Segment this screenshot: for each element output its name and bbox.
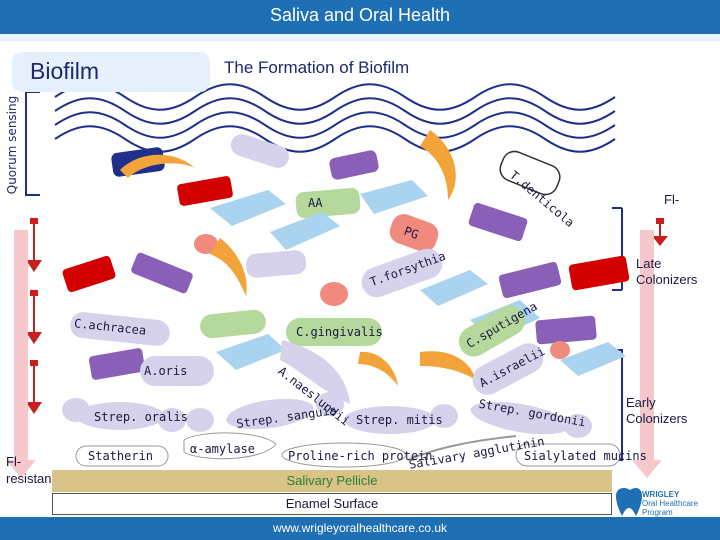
purple-rod-4 xyxy=(498,261,562,299)
label-amylase: α-amylase xyxy=(190,442,256,456)
light-blue-hex-2 xyxy=(360,180,428,214)
statherin-shape xyxy=(75,445,169,467)
label-sialylated-mucins: Sialylated mucins xyxy=(524,449,647,463)
top-band xyxy=(0,34,720,42)
lavender-rod-oris xyxy=(140,356,214,386)
salmon-dot-1 xyxy=(194,234,218,254)
strep-oralis-cell xyxy=(76,402,164,430)
orange-crescent-2 xyxy=(420,130,456,200)
salmon-dot-3 xyxy=(550,341,570,359)
wrigley-tooth-icon xyxy=(616,488,642,516)
formation-title: The Formation of Biofilm xyxy=(224,58,410,77)
label-a-oris: A.oris xyxy=(144,364,188,378)
light-blue-hex-3 xyxy=(270,212,340,250)
biofilm-title-box xyxy=(12,52,210,92)
enamel-surface-layer xyxy=(52,493,612,515)
light-blue-hex-4 xyxy=(420,270,488,306)
orange-crescent-1 xyxy=(120,154,195,178)
lavender-rod-1 xyxy=(230,134,290,168)
lavender-rod-forsythia xyxy=(361,248,443,298)
website-link[interactable]: www.wrigleyoralhealthcare.co.uk xyxy=(272,521,448,535)
agglutinin-shape xyxy=(407,435,517,461)
salivary-pellicle-layer xyxy=(52,470,612,492)
slide-title: Saliva and Oral Health xyxy=(269,5,451,25)
orange-crescent-3 xyxy=(210,238,247,296)
logo-line2: Oral Healthcare xyxy=(642,499,699,508)
amylase-shape xyxy=(183,432,277,460)
fluoride-arrows-right xyxy=(652,218,668,246)
fluoride-arrows-left xyxy=(26,218,42,414)
red-rod-2 xyxy=(62,255,116,293)
fl-top-label: Fl- xyxy=(664,192,680,207)
label-aa: AA xyxy=(308,196,323,210)
proline-shape xyxy=(281,442,407,468)
label-strep-mitis: Strep. mitis xyxy=(356,413,443,427)
quorum-bracket xyxy=(25,91,40,196)
title-bar xyxy=(0,0,720,34)
quorum-waves xyxy=(54,83,616,153)
orange-crescent-4 xyxy=(358,351,398,386)
orange-crescent-5 xyxy=(420,351,476,380)
label-proline-rich: Proline-rich protein xyxy=(288,449,433,463)
wrigley-logo-text: WRIGLEY Oral Healthcare Program xyxy=(642,490,716,517)
lavender-curve-naeslundii xyxy=(280,340,350,404)
purple-rod-6 xyxy=(88,348,146,380)
lavender-rod-achracea xyxy=(70,312,170,346)
footer-bar xyxy=(0,517,720,540)
early-colonizers-label: Early Colonizers xyxy=(626,395,688,426)
strep-gordonii-cell xyxy=(470,401,570,435)
white-rod-denticola xyxy=(499,150,561,196)
light-blue-hex-6 xyxy=(216,334,286,370)
salivary-pellicle-label: Salivary Pellicle xyxy=(286,473,378,488)
purple-rod-2 xyxy=(468,202,528,242)
pink-arrow-left xyxy=(6,230,36,478)
salmon-rod-pg xyxy=(389,214,439,252)
purple-rod-1 xyxy=(329,150,379,180)
red-rod-1 xyxy=(177,176,233,206)
purple-rod-3 xyxy=(131,252,193,294)
late-colonizers-label: Late Colonizers xyxy=(636,256,698,287)
light-blue-hex-7 xyxy=(560,342,626,376)
label-statherin: Statherin xyxy=(88,449,154,463)
salmon-dot-2 xyxy=(320,282,348,306)
fl-resistance-label-2: resistance xyxy=(6,471,66,486)
logo-line3: Program xyxy=(642,508,673,517)
green-rod-5 xyxy=(200,309,266,339)
light-blue-hex-1 xyxy=(210,190,286,226)
red-rod-3 xyxy=(568,255,630,291)
enamel-surface-label: Enamel Surface xyxy=(285,496,379,511)
strep-mitis-cell xyxy=(344,406,436,434)
lavender-rod-israelii xyxy=(472,343,544,395)
green-rod-gingivalis xyxy=(286,318,382,346)
label-c-gingivalis: C.gingivalis xyxy=(296,325,383,339)
purple-rod-5 xyxy=(535,315,597,345)
green-rod-aa xyxy=(295,187,361,219)
quorum-sensing-label: Quorum sensing xyxy=(5,95,19,195)
fl-resistance-label-1: Fl- xyxy=(6,454,22,469)
biofilm-title: Biofilm xyxy=(30,58,100,84)
strep-sanguis-cell xyxy=(226,398,314,430)
pink-arrow-right xyxy=(632,230,662,478)
green-rod-sputigena xyxy=(458,305,526,357)
mucins-shape xyxy=(515,443,621,467)
logo-brand: WRIGLEY xyxy=(642,490,680,499)
label-strep-oralis: Strep. oralis xyxy=(94,410,188,424)
lavender-rod-2 xyxy=(245,250,307,278)
